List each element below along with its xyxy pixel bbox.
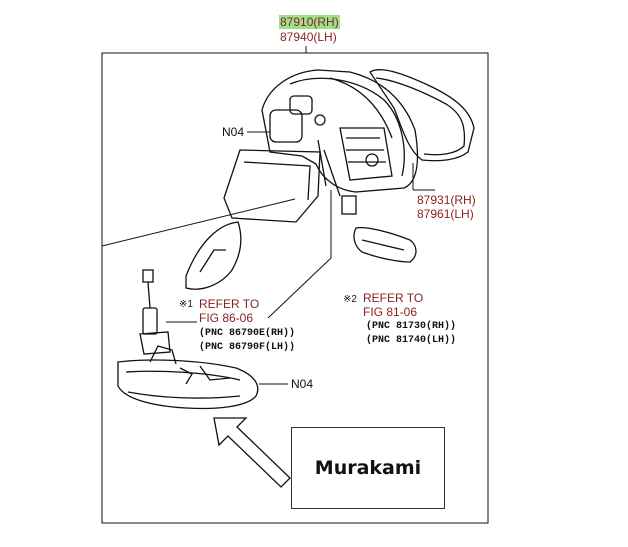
glass-part-number-rh[interactable]: 87931(RH)	[417, 193, 476, 207]
refer1-pnc-rh: (PNC 86790E(RH))	[199, 328, 296, 339]
refer1-line2[interactable]: FIG 86-06	[199, 311, 254, 325]
refer2-pnc-lh: (PNC 81740(LH))	[366, 335, 457, 346]
label-n04-bottom: N04	[291, 377, 314, 391]
refer1-mark: ※1	[179, 299, 193, 310]
part-number-rh-text: 87910(RH)	[279, 15, 340, 29]
label-n04-top: N04	[222, 125, 245, 139]
mirror-base	[185, 149, 321, 290]
side-turn-cover	[353, 226, 417, 263]
part-number-lh[interactable]: 87940(LH)	[280, 30, 337, 44]
glass-part-number-lh[interactable]: 87961(LH)	[417, 207, 474, 221]
brand-name: Murakami	[314, 457, 422, 479]
diagram-frame	[101, 52, 489, 524]
mirror-glass	[369, 69, 475, 162]
refer1-pnc-lh: (PNC 86790F(LH))	[199, 342, 296, 353]
refer1-line1[interactable]: REFER TO	[199, 297, 260, 311]
refer2-mark: ※2	[343, 294, 357, 305]
part-number-rh[interactable]: 87910(RH)	[279, 15, 340, 29]
connector	[139, 269, 171, 355]
refer2-line1[interactable]: REFER TO	[363, 291, 424, 305]
mirror-housing	[261, 69, 419, 215]
side-turn-lamp	[117, 345, 259, 410]
refer2-line2[interactable]: FIG 81-06	[363, 305, 418, 319]
refer2-pnc-rh: (PNC 81730(RH))	[366, 321, 457, 332]
direction-arrow	[213, 417, 291, 488]
brand-box: Murakami	[291, 427, 445, 509]
